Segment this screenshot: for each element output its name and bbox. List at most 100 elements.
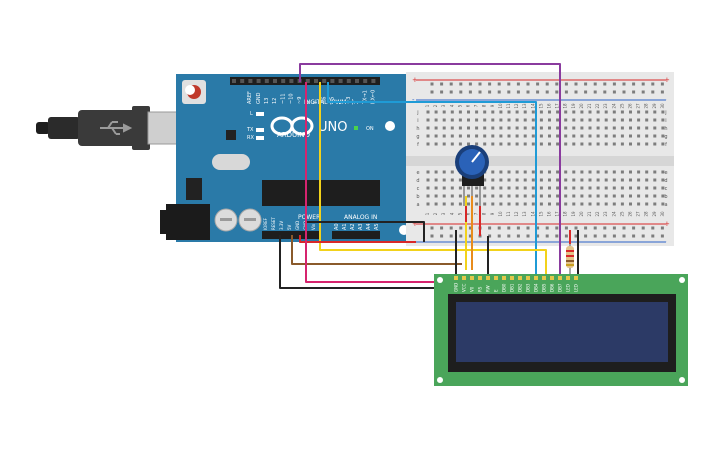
breadboard-hole[interactable] [580, 110, 584, 114]
breadboard-hole[interactable] [620, 194, 624, 198]
breadboard-hole[interactable] [548, 110, 551, 114]
breadboard-hole[interactable] [596, 178, 600, 182]
rail-hole[interactable] [536, 234, 540, 238]
breadboard-hole[interactable] [507, 186, 511, 190]
breadboard-hole[interactable] [645, 178, 649, 182]
breadboard-hole[interactable] [604, 134, 608, 138]
breadboard-hole[interactable] [531, 134, 535, 138]
breadboard-hole[interactable] [515, 170, 519, 174]
breadboard-hole[interactable] [629, 126, 632, 130]
rail-hole[interactable] [603, 226, 607, 230]
breadboard-hole[interactable] [596, 110, 600, 114]
breadboard-hole[interactable] [539, 142, 543, 146]
breadboard-hole[interactable] [450, 134, 454, 138]
breadboard-hole[interactable] [596, 142, 600, 146]
breadboard-hole[interactable] [491, 178, 495, 182]
breadboard-hole[interactable] [645, 126, 649, 130]
rail-hole[interactable] [440, 90, 444, 94]
rail-hole[interactable] [622, 234, 626, 238]
breadboard-hole[interactable] [491, 126, 495, 130]
breadboard-hole[interactable] [507, 178, 511, 182]
breadboard-hole[interactable] [442, 178, 446, 182]
breadboard-hole[interactable] [556, 110, 560, 114]
breadboard-hole[interactable] [507, 110, 511, 114]
breadboard-hole[interactable] [629, 194, 632, 198]
rail-hole[interactable] [440, 82, 444, 86]
breadboard-hole[interactable] [499, 194, 503, 198]
breadboard-hole[interactable] [564, 110, 568, 114]
breadboard-hole[interactable] [653, 194, 657, 198]
breadboard-hole[interactable] [661, 110, 665, 114]
breadboard-hole[interactable] [491, 118, 495, 122]
breadboard-hole[interactable] [523, 142, 527, 146]
breadboard-hole[interactable] [588, 126, 592, 130]
breadboard-hole[interactable] [637, 126, 641, 130]
breadboard-hole[interactable] [483, 118, 487, 122]
breadboard-hole[interactable] [426, 202, 430, 206]
rail-hole[interactable] [478, 90, 482, 94]
breadboard-hole[interactable] [467, 186, 470, 190]
breadboard-hole[interactable] [572, 110, 576, 114]
rail-hole[interactable] [516, 82, 520, 86]
breadboard-hole[interactable] [458, 202, 462, 206]
breadboard-hole[interactable] [458, 194, 462, 198]
breadboard-hole[interactable] [483, 134, 487, 138]
breadboard-hole[interactable] [637, 110, 641, 114]
breadboard-hole[interactable] [653, 142, 657, 146]
breadboard-hole[interactable] [539, 126, 543, 130]
breadboard-hole[interactable] [442, 202, 446, 206]
breadboard-hole[interactable] [483, 202, 487, 206]
breadboard-hole[interactable] [637, 142, 641, 146]
breadboard-hole[interactable] [653, 134, 657, 138]
rail-hole[interactable] [507, 90, 511, 94]
breadboard-hole[interactable] [604, 186, 608, 190]
lcd-pin[interactable] [558, 276, 562, 280]
breadboard-hole[interactable] [548, 186, 551, 190]
rail-hole[interactable] [468, 234, 472, 238]
header-pin[interactable] [314, 79, 318, 83]
breadboard-hole[interactable] [458, 110, 462, 114]
breadboard-hole[interactable] [564, 134, 568, 138]
rail-hole[interactable] [612, 82, 616, 86]
breadboard-hole[interactable] [539, 134, 543, 138]
rail-hole[interactable] [536, 82, 540, 86]
rail-hole[interactable] [488, 82, 492, 86]
breadboard-hole[interactable] [507, 194, 511, 198]
breadboard-hole[interactable] [564, 118, 568, 122]
breadboard-hole[interactable] [580, 134, 584, 138]
breadboard-hole[interactable] [620, 110, 624, 114]
breadboard-hole[interactable] [620, 202, 624, 206]
breadboard-hole[interactable] [442, 186, 446, 190]
breadboard-hole[interactable] [483, 178, 487, 182]
rail-hole[interactable] [526, 82, 530, 86]
breadboard-hole[interactable] [507, 202, 511, 206]
rail-hole[interactable] [430, 82, 434, 86]
breadboard-hole[interactable] [661, 194, 665, 198]
rail-hole[interactable] [641, 234, 645, 238]
breadboard-hole[interactable] [612, 118, 616, 122]
breadboard-hole[interactable] [661, 186, 665, 190]
breadboard-hole[interactable] [564, 142, 568, 146]
breadboard-hole[interactable] [556, 178, 560, 182]
breadboard-hole[interactable] [572, 194, 576, 198]
breadboard-hole[interactable] [531, 194, 535, 198]
rail-hole[interactable] [545, 234, 549, 238]
rail-hole[interactable] [430, 226, 434, 230]
breadboard-hole[interactable] [450, 142, 454, 146]
breadboard-hole[interactable] [620, 118, 624, 122]
breadboard-hole[interactable] [604, 142, 608, 146]
breadboard-hole[interactable] [442, 170, 446, 174]
breadboard-hole[interactable] [434, 170, 438, 174]
breadboard-hole[interactable] [475, 142, 479, 146]
rail-hole[interactable] [459, 90, 463, 94]
rail-hole[interactable] [488, 234, 492, 238]
breadboard-hole[interactable] [458, 118, 462, 122]
rail-hole[interactable] [641, 82, 645, 86]
breadboard-hole[interactable] [572, 170, 576, 174]
breadboard-hole[interactable] [426, 178, 430, 182]
rail-hole[interactable] [516, 234, 520, 238]
rail-hole[interactable] [507, 234, 511, 238]
breadboard-hole[interactable] [556, 194, 560, 198]
breadboard-hole[interactable] [499, 178, 503, 182]
breadboard-hole[interactable] [450, 202, 454, 206]
